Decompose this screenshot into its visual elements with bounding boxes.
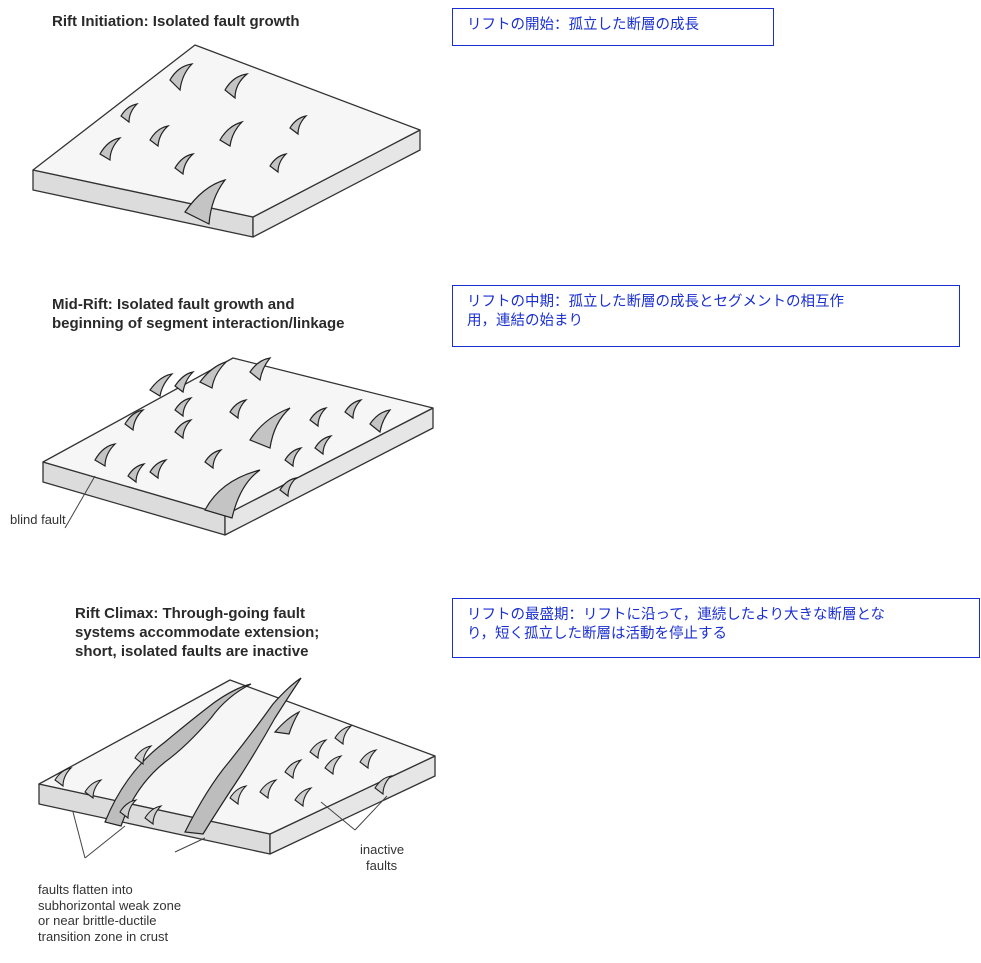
inactive-fault bbox=[284, 759, 303, 780]
stage3-title-line: systems accommodate extension; bbox=[75, 624, 320, 641]
blind-fault-leader bbox=[64, 475, 96, 529]
stage1-block-diagram bbox=[32, 44, 421, 238]
stage2-japanese-line: リフトの中期：孤立した断層の成長とセグメントの相互作 bbox=[467, 294, 844, 310]
fault-scarp bbox=[120, 103, 139, 124]
fault-scarp bbox=[344, 399, 363, 420]
stage3-japanese-line: リフトの最盛期：リフトに沿って，連続したより大きな断層とな bbox=[467, 607, 886, 623]
fault-scarp bbox=[199, 360, 229, 389]
stage3-japanese-caption: リフトの最盛期：リフトに沿って，連続したより大きな断層とな り，短く孤立した断層… bbox=[452, 598, 980, 658]
flatten-line: subhorizontal weak zone bbox=[38, 897, 182, 913]
fault-scarp bbox=[369, 409, 392, 434]
stage3-inactive-faults bbox=[54, 725, 393, 826]
inactive-fault bbox=[119, 799, 138, 820]
fault-scarp bbox=[249, 407, 291, 449]
fault-scarp bbox=[229, 399, 248, 420]
inactive-fault bbox=[294, 787, 313, 808]
flatten-leader bbox=[72, 811, 86, 859]
fault-scarp bbox=[309, 407, 328, 428]
fault-scarp bbox=[249, 357, 272, 382]
inactive-fault bbox=[359, 749, 378, 770]
fault-scarp bbox=[149, 459, 168, 480]
stage1-faults bbox=[99, 63, 308, 225]
stage2-title-line: Mid-Rift: Isolated fault growth and bbox=[52, 296, 295, 313]
fault-scarp bbox=[149, 125, 170, 148]
inactive-fault bbox=[309, 739, 328, 760]
fault-scarp bbox=[174, 397, 193, 418]
through-going-fault bbox=[273, 710, 301, 735]
fault-scarp bbox=[149, 373, 174, 397]
stage2-faults bbox=[94, 357, 392, 519]
fault-scarp bbox=[94, 443, 117, 468]
inactive-fault bbox=[84, 779, 103, 800]
stage3-title-line: short, isolated faults are inactive bbox=[75, 643, 309, 660]
stage2-title-line: beginning of segment interaction/linkage bbox=[52, 315, 345, 332]
stage1-title: Rift Initiation: Isolated fault growth bbox=[52, 13, 300, 30]
fault-scarp bbox=[174, 371, 195, 394]
through-going-fault bbox=[184, 677, 302, 835]
inactive-faults-line: inactive bbox=[360, 842, 405, 857]
stage2-japanese-caption: リフトの中期：孤立した断層の成長とセグメントの相互作 用，連結の始まり bbox=[452, 285, 960, 347]
inactive-fault bbox=[134, 745, 153, 766]
fault-scarp bbox=[269, 153, 288, 174]
fault-scarp bbox=[219, 120, 245, 147]
stage2-title: Mid-Rift: Isolated fault growth and begi… bbox=[52, 295, 345, 333]
inactive-fault bbox=[54, 767, 73, 788]
fault-scarp bbox=[289, 115, 308, 136]
fault-scarp bbox=[204, 449, 223, 470]
stage2-slab bbox=[42, 357, 434, 536]
flatten-leader bbox=[84, 825, 126, 859]
flatten-label: faults flatten into subhorizontal weak z… bbox=[38, 882, 181, 944]
flatten-line: or near brittle-ductile bbox=[38, 913, 157, 928]
fault-scarp-edge bbox=[184, 178, 227, 225]
stage3-title: Rift Climax: Through-going fault systems… bbox=[75, 604, 319, 661]
inactive-fault bbox=[259, 779, 278, 800]
inactive-fault bbox=[374, 775, 393, 796]
fault-scarp bbox=[174, 153, 195, 176]
inactive-faults-line: faults bbox=[366, 857, 398, 873]
stage2-japanese-line: 用，連結の始まり bbox=[467, 313, 583, 329]
slab-top bbox=[42, 357, 434, 516]
fault-scarp bbox=[124, 409, 145, 432]
fault-scarp bbox=[314, 435, 333, 456]
inactive-fault bbox=[334, 725, 353, 746]
fault-scarp bbox=[284, 447, 303, 468]
stage1-japanese-caption: リフトの開始：孤立した断層の成長 bbox=[452, 8, 774, 46]
fault-scarp bbox=[174, 419, 193, 440]
inactive-fault bbox=[144, 805, 163, 826]
flatten-line: transition zone in crust bbox=[38, 928, 169, 944]
inactive-fault bbox=[324, 755, 343, 776]
fault-scarp bbox=[127, 463, 146, 484]
inactive-leader bbox=[320, 801, 356, 831]
flatten-line: faults flatten into bbox=[38, 882, 133, 897]
fault-scarp bbox=[279, 477, 298, 498]
stage3-leaders bbox=[72, 795, 388, 859]
blind-fault-label: blind fault bbox=[10, 512, 66, 527]
inactive-leader bbox=[354, 795, 388, 831]
fault-scarp bbox=[169, 63, 194, 92]
stage2-block-diagram bbox=[42, 357, 434, 536]
inactive-faults-label: inactive faults bbox=[360, 842, 404, 873]
flatten-leader bbox=[174, 837, 206, 853]
fault-scarp bbox=[99, 137, 122, 162]
stage3-japanese-line: り，短く孤立した断層は活動を停止する bbox=[467, 626, 727, 642]
inactive-fault bbox=[229, 785, 248, 806]
stage3-block-diagram bbox=[38, 677, 436, 859]
stage3-title-line: Rift Climax: Through-going fault bbox=[75, 605, 305, 622]
fault-scarp-edge bbox=[204, 469, 261, 519]
fault-scarp bbox=[224, 73, 250, 100]
